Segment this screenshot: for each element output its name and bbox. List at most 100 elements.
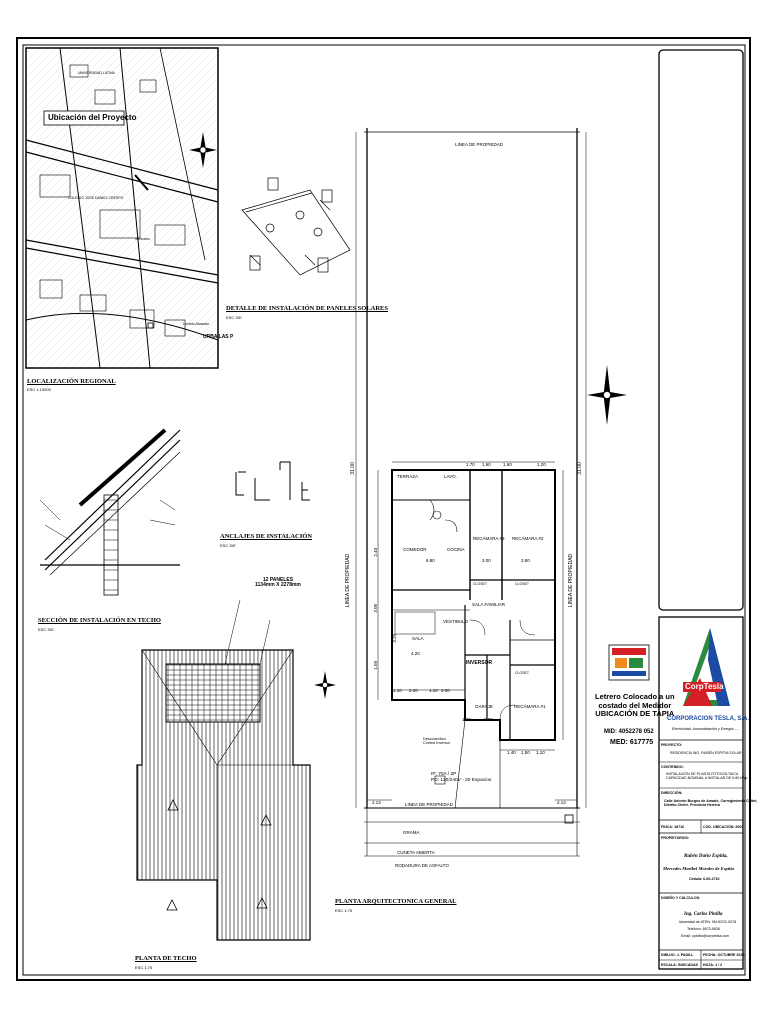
- room-lavo: LAVO.: [444, 474, 457, 479]
- location-map-title: LOCALIZACIÓN REGIONAL: [27, 378, 116, 385]
- rodadura-label: RODADURA DE ASFALTO: [395, 863, 449, 868]
- property-line-bottom: LINEA DE PROPIEDAD: [405, 802, 454, 807]
- breaker-notes: IP: 70A / 2P PD: 120/240V - 20 Espacios: [431, 772, 492, 783]
- map-street-label: URBA LAS P: [203, 334, 234, 340]
- contenido-value: INSTALACIÓN DE PLANTA FOTOVOLTAICA CAPAC…: [666, 772, 748, 781]
- cuneta-label: CUNETA ABIERTA: [397, 850, 435, 855]
- engineer-line-3: Email: cpinilla@corptesla.com: [681, 934, 729, 938]
- dim-label: 1.40: [507, 750, 516, 755]
- dim-label: 3.00: [482, 558, 491, 563]
- sheet-outer-border: [16, 37, 751, 981]
- room-vestibulo: VESTIBULO: [443, 619, 469, 624]
- floor-plan-scale: ESC 1:75: [335, 908, 353, 913]
- dim-label: 2.13: [372, 800, 381, 805]
- meter-sign-image: [608, 644, 650, 681]
- meter-id-partial: MID: 4052278 052: [604, 729, 654, 735]
- map-street-label: COLEGIO JOSE DANIEL CRESPO: [68, 196, 124, 200]
- dim-label: 1.20: [537, 462, 546, 467]
- direccion-label: DIRECCIÓN:: [661, 791, 683, 795]
- grama-label: GRAMA: [403, 830, 420, 835]
- room-recamara2: RECÁMARA #2: [512, 536, 544, 541]
- roof-panels-label: 12 PANELES 1134mm X 2278mm: [255, 577, 301, 588]
- direccion-value: Calle Aniceto Burgos de Amado, Corregimi…: [664, 799, 758, 808]
- meter-id: MED: 617775: [610, 739, 654, 746]
- dim-label: 3.20: [392, 633, 398, 643]
- dim-label: 2.20: [409, 688, 418, 693]
- roof-section-scale: ESC S/E: [38, 627, 54, 632]
- dim-label: 1.50: [521, 750, 530, 755]
- map-street-label: Lerdido Alvarado: [183, 322, 210, 326]
- inverter-notes: Desconectivo Control Inversor: [423, 737, 451, 745]
- property-line-top: LINEA DE PROPIEDAD: [455, 142, 504, 147]
- dim-label: 1.60: [503, 462, 512, 467]
- room-recamara3: RECÁMARA #3: [473, 536, 505, 541]
- dibujo-label: DIBUJO: J. PADILL: [661, 953, 694, 957]
- floor-plan-title: PLANTA ARQUITECTONICA GENERAL: [335, 898, 457, 905]
- owner-2: Mercedes Maribel Morales de Espitia: [663, 866, 734, 871]
- anchors-diagram: [235, 461, 310, 501]
- engineer-line-1: Idoneidad de ATEN: 9M-62O2-0078: [679, 920, 737, 924]
- roof-plan-diagram: [136, 599, 336, 941]
- dim-label: 1.60: [482, 462, 491, 467]
- room-garaje: GARAJE: [475, 704, 494, 709]
- fecha-label: FECHA: OCTUBRE 2023: [703, 953, 745, 957]
- roof-section-diagram: [39, 428, 181, 596]
- engineer-name: Ing. Carlos Pinilla: [684, 912, 723, 917]
- dim-label: 1.60: [373, 660, 379, 670]
- floor-plan: [367, 461, 577, 809]
- logo-text: CorpTesla: [685, 682, 724, 691]
- location-map-scale: ESC 1:10000: [27, 387, 51, 392]
- location-map: [25, 47, 219, 369]
- dim-label: 1.10: [536, 750, 545, 755]
- dim-label: 3.00: [373, 603, 379, 613]
- owner-1: Rubén Darío Espitia,: [684, 854, 728, 859]
- dim-label: 1.10: [393, 688, 402, 693]
- solar-detail-diagram: [241, 177, 351, 276]
- owner-cedula: Cédula: 6-60-2710: [689, 877, 720, 881]
- anchors-title: ANCLAJES DE INSTALACIÓN: [220, 533, 312, 540]
- corptesla-logo: [683, 628, 730, 706]
- escala-label: ESCALA: INDICADAS: [661, 963, 698, 967]
- room-comedor: COMEDOR: [403, 547, 427, 552]
- title-block-frame: [658, 49, 744, 970]
- room-sala-familiar: SALA FAMILIAR: [472, 602, 506, 607]
- roof-section-title: SECCIÓN DE INSTALACIÓN EN TECHO: [38, 617, 161, 624]
- room-closet: CLOSET: [473, 582, 488, 586]
- proyecto-label: PROYECTO:: [661, 743, 683, 747]
- room-terraza: TERRAZA: [397, 474, 419, 479]
- proyecto-value: RESIDENCIA ING. RUBÉN ESPITIA SOLAR: [670, 751, 742, 755]
- room-sala: SALA: [412, 636, 424, 641]
- solar-detail-title: DETALLE DE INSTALACIÓN DE PANELES SOLARE…: [226, 305, 388, 312]
- engineer-line-2: Teléfono: 6673-9838: [687, 927, 720, 931]
- roof-plan-scale: ESC 1:75: [135, 965, 153, 970]
- north-arrow: [587, 365, 627, 425]
- cod-ubicacion-label: COD. UBICACIÓN: 6001: [703, 825, 744, 829]
- dim-label: 1.10: [429, 688, 438, 693]
- property-line-right: LINEA DE PROPIEDAD: [568, 553, 575, 608]
- company-name: CORPORACION TESLA, S.A.: [667, 716, 750, 722]
- dim-label: 6.80: [426, 558, 435, 563]
- anchors-scale: ESC S/E: [220, 543, 236, 548]
- sign-note: Letrero Colocado a un costado del Medido…: [595, 692, 675, 719]
- propietarios-label: PROPIETARIOS:: [661, 836, 690, 840]
- dim-label: 2.40: [373, 547, 379, 557]
- room-recamara1: RECÁMARA #1: [514, 704, 546, 709]
- length-dim-left: 31.00: [349, 462, 356, 475]
- dim-label: 3.80: [521, 558, 530, 563]
- property-boundary: [355, 128, 587, 857]
- contenido-label: CONTENIDO:: [661, 765, 684, 769]
- dim-label: 2.13: [557, 800, 566, 805]
- roof-plan-title: PLANTA DE TECHO: [135, 955, 197, 962]
- room-inversor: INVERSOR: [466, 660, 493, 666]
- dim-label: 4.20: [411, 651, 420, 656]
- property-line-left: LINEA DE PROPIEDAD: [345, 553, 352, 608]
- dim-label: 2.00: [441, 688, 450, 693]
- dim-label: 1.70: [466, 462, 475, 467]
- diseno-label: DISEÑO Y CÁLCULOS:: [661, 896, 701, 900]
- dim-label: 1.20: [462, 717, 471, 722]
- sheet-inner-border: [22, 44, 746, 976]
- room-closet: CLOSET: [515, 582, 530, 586]
- length-dim-right: 31.00: [576, 462, 583, 475]
